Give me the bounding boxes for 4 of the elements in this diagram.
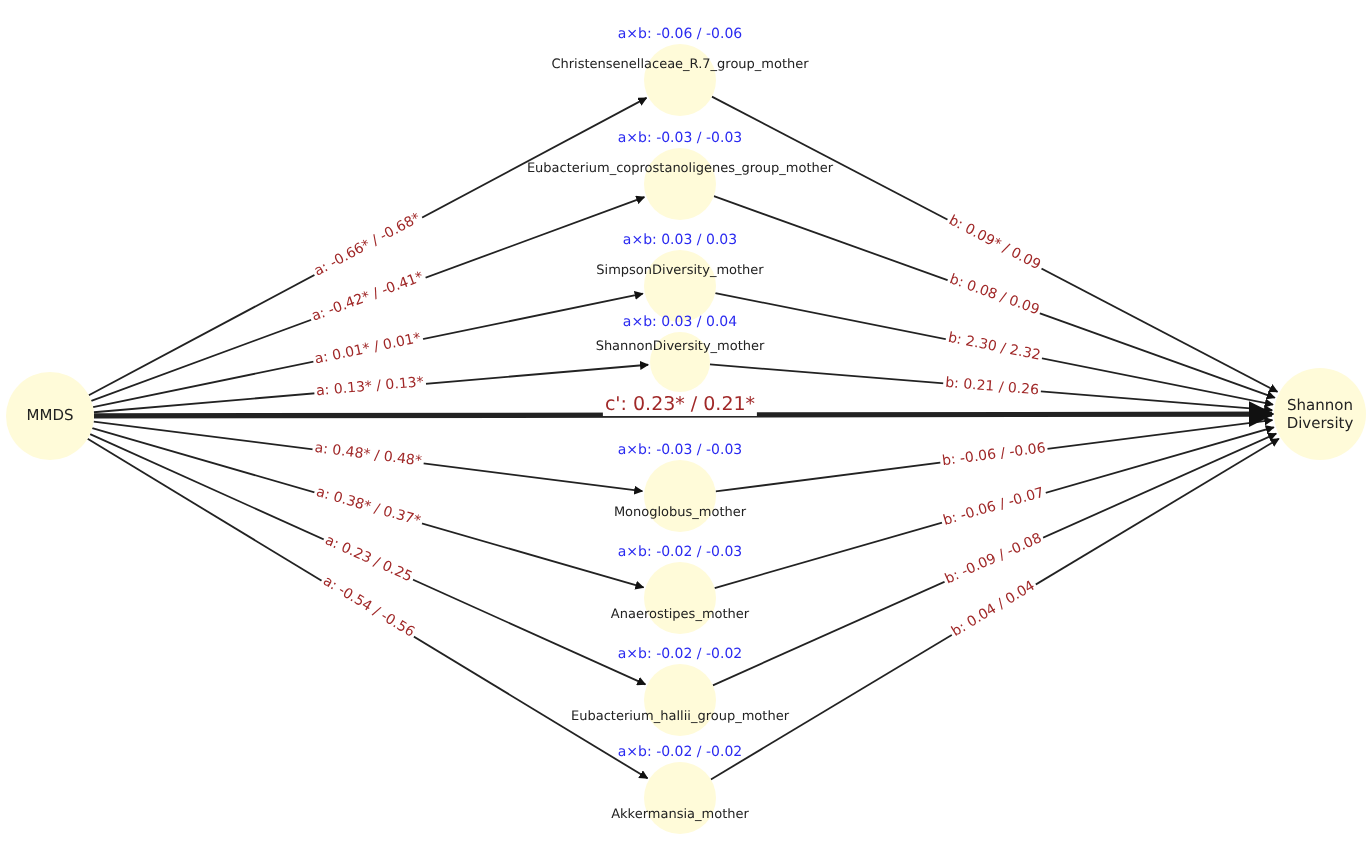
node-circle xyxy=(6,372,94,460)
arrow xyxy=(94,401,1275,428)
edge-label: c': 0.23* / 0.21* xyxy=(602,396,758,416)
node-circle xyxy=(1274,368,1366,460)
